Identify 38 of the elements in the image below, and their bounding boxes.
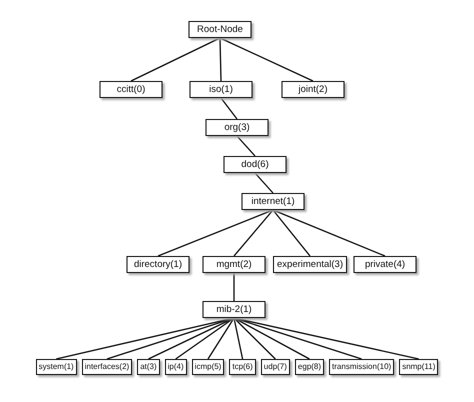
- connector-line: [233, 273, 235, 301]
- connector-line: [220, 98, 238, 120]
- tree-node: experimental(3): [273, 256, 347, 273]
- connector-line: [220, 37, 314, 82]
- connector-line: [233, 318, 244, 360]
- connector-line: [175, 317, 234, 360]
- connector-line: [207, 318, 235, 360]
- tree-node: internet(1): [242, 193, 304, 210]
- connector-line: [130, 37, 220, 82]
- connector-line: [234, 317, 310, 360]
- tree-node: at(3): [137, 359, 160, 375]
- connector-line: [254, 172, 274, 194]
- connector-line: [272, 209, 386, 257]
- tree-node: Root-Node: [188, 21, 252, 38]
- tree-node: ip(4): [164, 359, 187, 375]
- tree-node: ccitt(0): [100, 81, 162, 98]
- tree-node: dod(6): [224, 156, 286, 173]
- tree-node: iso(1): [190, 81, 252, 98]
- connector-line: [219, 38, 222, 82]
- connector-line: [236, 136, 256, 156]
- tree-node: icmp(5): [192, 359, 224, 375]
- tree-node: interfaces(2): [82, 359, 132, 375]
- connector-line: [234, 210, 274, 256]
- connector-line: [234, 318, 276, 360]
- tree-node: snmp(11): [399, 359, 438, 375]
- tree-node: org(3): [206, 119, 268, 136]
- connector-line: [272, 210, 310, 256]
- tree-node: private(4): [354, 256, 416, 273]
- tree-node: tcp(6): [229, 359, 256, 375]
- tree-node: mgmt(2): [202, 256, 266, 273]
- tree-node: egp(8): [294, 359, 324, 375]
- connector-line: [158, 209, 274, 257]
- tree-node: system(1): [36, 359, 77, 375]
- tree-node: transmission(10): [329, 359, 394, 375]
- tree-node: directory(1): [126, 256, 190, 273]
- tree-node: udp(7): [260, 359, 290, 375]
- tree-node: joint(2): [282, 81, 344, 98]
- tree-node: mib-2(1): [202, 301, 266, 318]
